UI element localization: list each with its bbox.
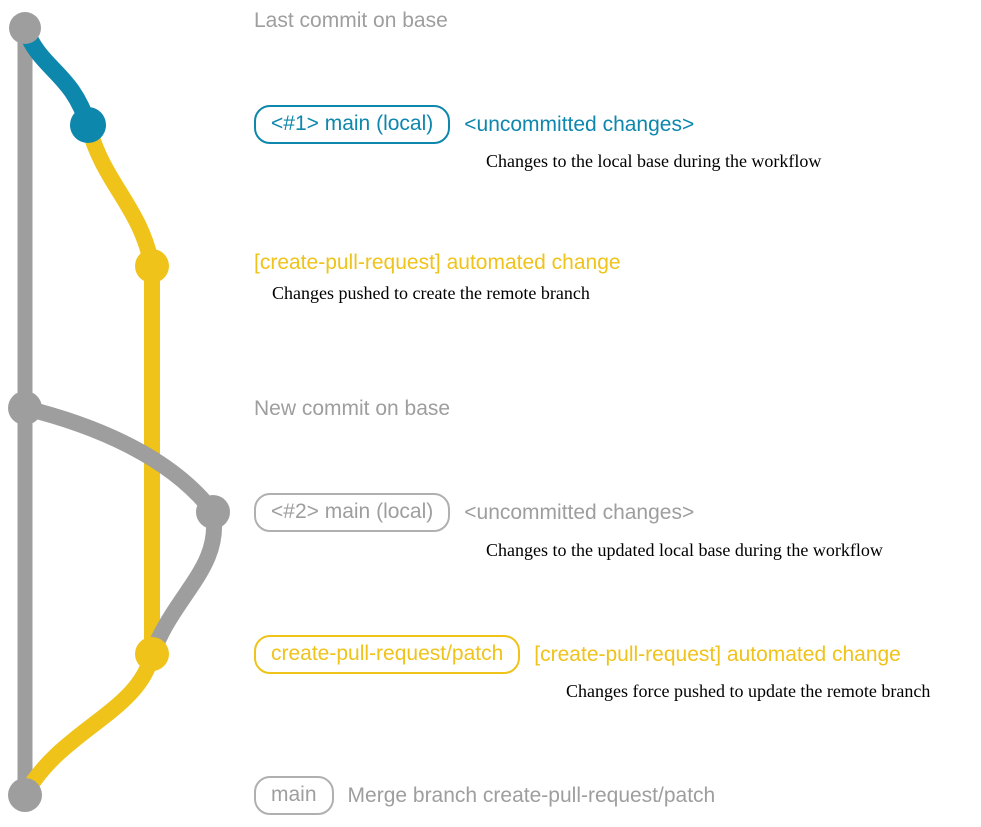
commit-title: <uncommitted changes> [464, 500, 695, 524]
row-new-commit-on-base: New commit on base [254, 396, 450, 422]
commit-title-row: Last commit on base [254, 8, 448, 34]
commit-title-row: <#2> main (local) <uncommitted changes> [254, 493, 883, 532]
commit-title-row: [create-pull-request] automated change [254, 250, 621, 276]
row-automated-change-2: create-pull-request/patch [create-pull-r… [254, 635, 930, 702]
commit-description: Changes to the local base during the wor… [486, 151, 822, 171]
commit-title: Last commit on base [254, 9, 448, 32]
commit-title: New commit on base [254, 397, 451, 420]
local-branch-2-line [17, 400, 223, 662]
merge-commit-node [8, 778, 42, 812]
commit-title-row: <#1> main (local) <uncommitted changes> [254, 105, 821, 144]
row-last-commit-on-base: Last commit on base [254, 8, 448, 34]
row-merge-commit: main Merge branch create-pull-request/pa… [254, 776, 715, 815]
remote-commit-2-node [135, 637, 169, 671]
row-automated-change-1: [create-pull-request] automated change C… [254, 250, 621, 304]
local-commit-1-node [70, 107, 106, 143]
base-commit-new-node [8, 391, 42, 425]
branch-badge-main-local-2[interactable]: <#2> main (local) [254, 493, 451, 532]
remote-branch-line [80, 117, 160, 662]
row-local-commit-2: <#2> main (local) <uncommitted changes> … [254, 493, 883, 561]
commit-description: Changes pushed to create the remote bran… [272, 283, 590, 303]
commit-description: Changes force pushed to update the remot… [566, 681, 931, 701]
commit-title-row: New commit on base [254, 396, 450, 422]
commit-title-row: create-pull-request/patch [create-pull-r… [254, 635, 930, 674]
commit-title: [create-pull-request] automated change [254, 251, 621, 274]
row-local-commit-1: <#1> main (local) <uncommitted changes> … [254, 105, 821, 172]
commit-title-row: main Merge branch create-pull-request/pa… [254, 776, 715, 815]
commit-description: Changes to the updated local base during… [486, 540, 883, 560]
base-commit-top-node [9, 12, 41, 44]
commit-title: [create-pull-request] automated change [534, 642, 901, 666]
branch-badge-main[interactable]: main [254, 776, 334, 815]
branch-badge-create-pull-request-patch[interactable]: create-pull-request/patch [254, 635, 521, 674]
merge-branch-line [17, 646, 160, 803]
commit-title: <uncommitted changes> [464, 112, 695, 136]
commit-title: Merge branch create-pull-request/patch [347, 783, 716, 807]
remote-commit-1-node [135, 249, 169, 283]
branch-badge-main-local-1[interactable]: <#1> main (local) [254, 105, 451, 144]
local-commit-2-node [196, 495, 230, 529]
